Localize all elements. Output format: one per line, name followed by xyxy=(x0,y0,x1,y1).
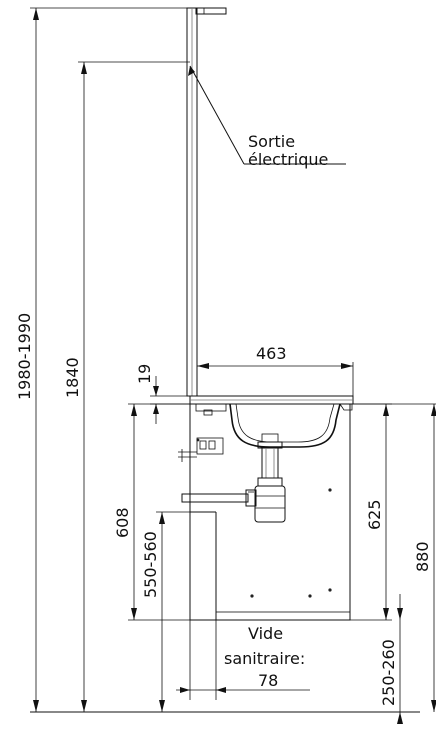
dimension-total-height: 1980-1990 xyxy=(15,7,190,712)
dim-floor-gap: 250-260 xyxy=(379,639,398,706)
outlet-label-line2: électrique xyxy=(248,150,328,169)
void-value: 78 xyxy=(258,671,278,690)
dimension-cabinet-height: 608 xyxy=(113,403,190,621)
dim-cabinet-right: 625 xyxy=(365,499,384,530)
dimension-basin-width: 463 xyxy=(197,344,354,396)
dim-total-height: 1980-1990 xyxy=(15,313,34,400)
dimension-top-height: 880 xyxy=(353,403,436,712)
dim-top-height: 880 xyxy=(413,541,432,572)
cabinet xyxy=(189,403,351,621)
sanitary-void-annotation: Vide sanitraire: 78 xyxy=(176,620,310,700)
dim-panel-height: 1840 xyxy=(63,357,82,398)
wall-panel xyxy=(186,7,227,397)
dim-basin-offset: 19 xyxy=(135,364,154,384)
dim-cabinet-height: 608 xyxy=(113,507,132,538)
dimension-panel-height: 1840 xyxy=(63,61,190,712)
dim-basin-width: 463 xyxy=(256,344,287,363)
dimension-floor-gap: 250-260 xyxy=(379,594,403,724)
outlet-label-line1: Sortie xyxy=(248,132,295,151)
void-label-line2: sanitraire: xyxy=(224,649,305,668)
void-label-line1: Vide xyxy=(248,624,283,643)
electrical-box xyxy=(178,437,224,462)
dimension-cabinet-right: 625 xyxy=(350,403,392,621)
dimension-basin-offset: 19 xyxy=(135,364,190,424)
siphon-drain xyxy=(181,433,286,523)
dim-drain-height: 550-560 xyxy=(141,531,160,598)
electrical-outlet-annotation: Sortie électrique xyxy=(188,65,346,169)
dimension-drain-height: 550-560 xyxy=(141,511,190,712)
